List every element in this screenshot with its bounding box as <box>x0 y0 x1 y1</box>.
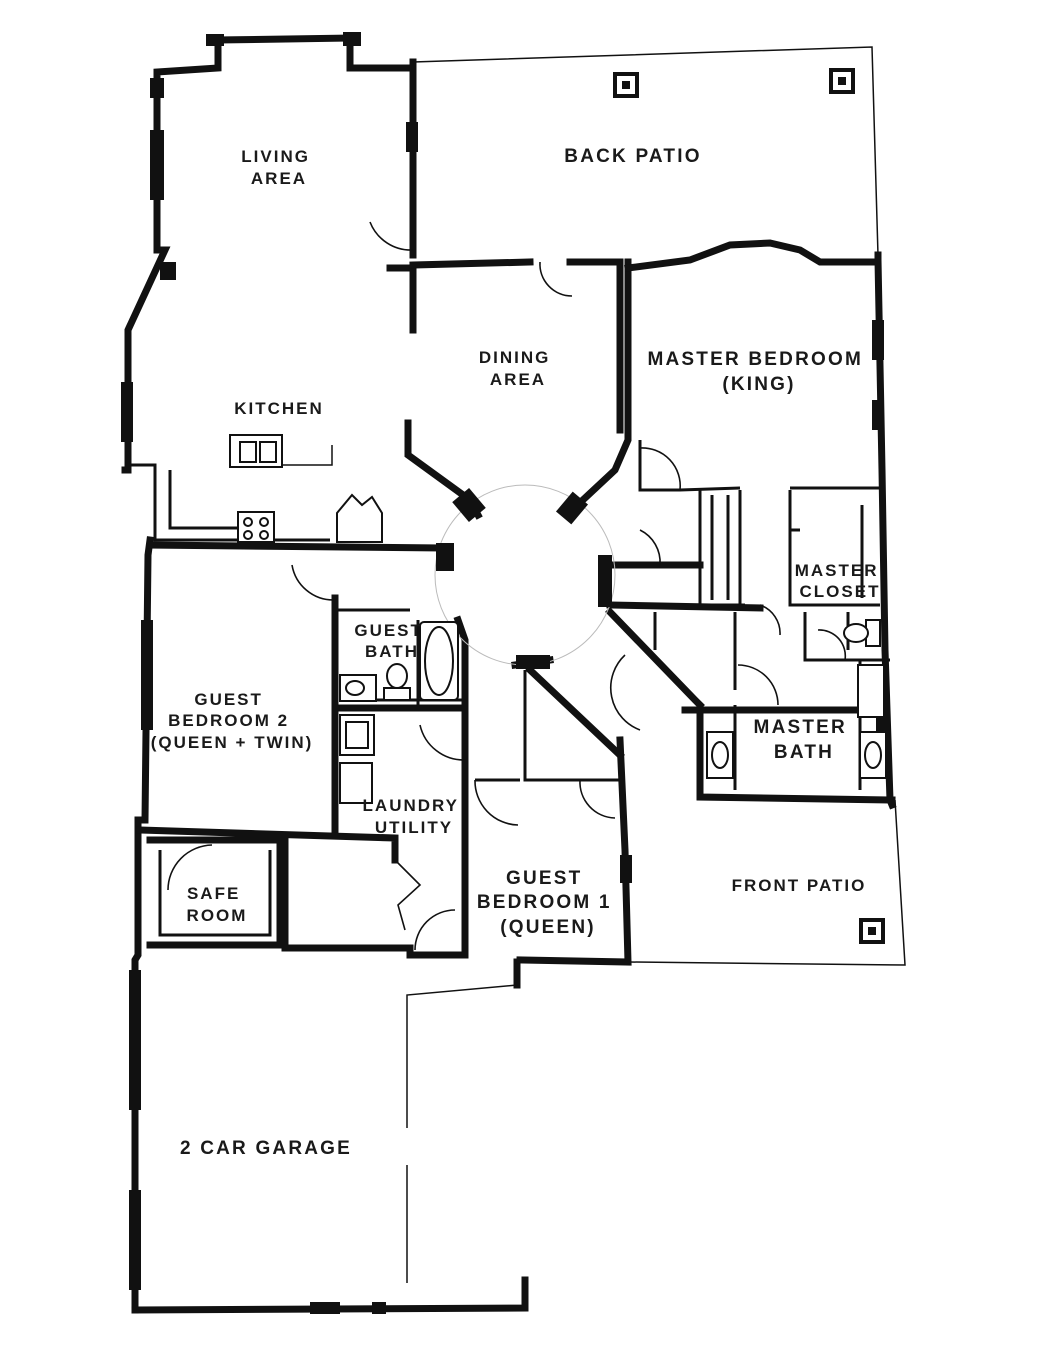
guest-toilet <box>383 663 411 701</box>
fixtures <box>229 68 887 944</box>
master-shower <box>857 664 885 718</box>
front-patio-label: FRONT PATIO <box>732 876 867 895</box>
window-marks <box>121 32 888 1314</box>
front-patio-outline <box>629 799 906 966</box>
safe-room-label: SAFE ROOM <box>187 884 248 925</box>
guest-bedroom-2-label: GUEST BEDROOM 2 (QUEEN + TWIN) <box>151 690 314 752</box>
master-sink-left <box>711 741 729 769</box>
garage-door-opening <box>406 984 518 1283</box>
living-area-label: LIVING AREA <box>241 147 316 188</box>
kitchen-sink <box>229 434 333 468</box>
master-bath-label: MASTER BATH <box>754 717 855 763</box>
dining-area-label: DINING AREA <box>479 348 557 389</box>
laundry-utility-label: LAUNDRY UTILITY <box>363 796 466 837</box>
patio-column <box>859 918 885 944</box>
garage-label: 2 CAR GARAGE <box>180 1138 352 1159</box>
dryer <box>339 762 373 804</box>
back-patio-label: BACK PATIO <box>564 146 701 167</box>
stove <box>237 511 275 543</box>
master-closet-label: MASTER CLOSET <box>795 561 886 601</box>
kitchen-label: KITCHEN <box>234 399 324 418</box>
room-labels: LIVING AREA BACK PATIO DINING AREA MASTE… <box>151 146 886 1159</box>
master-sink-right <box>864 741 882 769</box>
rotunda <box>434 484 616 669</box>
master-bedroom-label: MASTER BEDROOM (KING) <box>647 349 870 395</box>
exterior-walls <box>121 34 897 1314</box>
pantry-unit <box>336 493 383 543</box>
patio-column <box>613 72 639 98</box>
doors <box>167 221 847 951</box>
guest-bath-label: GUEST BATH <box>354 621 429 661</box>
back-patio-outline <box>412 46 879 256</box>
guest-bedroom-1-label: GUEST BEDROOM 1 (QUEEN) <box>477 868 619 938</box>
master-toilet <box>843 619 881 647</box>
patio-column <box>829 68 855 94</box>
